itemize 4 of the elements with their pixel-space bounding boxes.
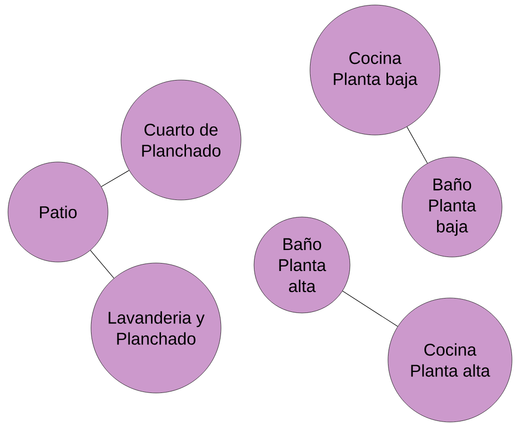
- connector-line: [101, 170, 130, 187]
- connector-line: [342, 290, 398, 327]
- connector-line: [406, 126, 428, 164]
- connector-line: [90, 250, 114, 278]
